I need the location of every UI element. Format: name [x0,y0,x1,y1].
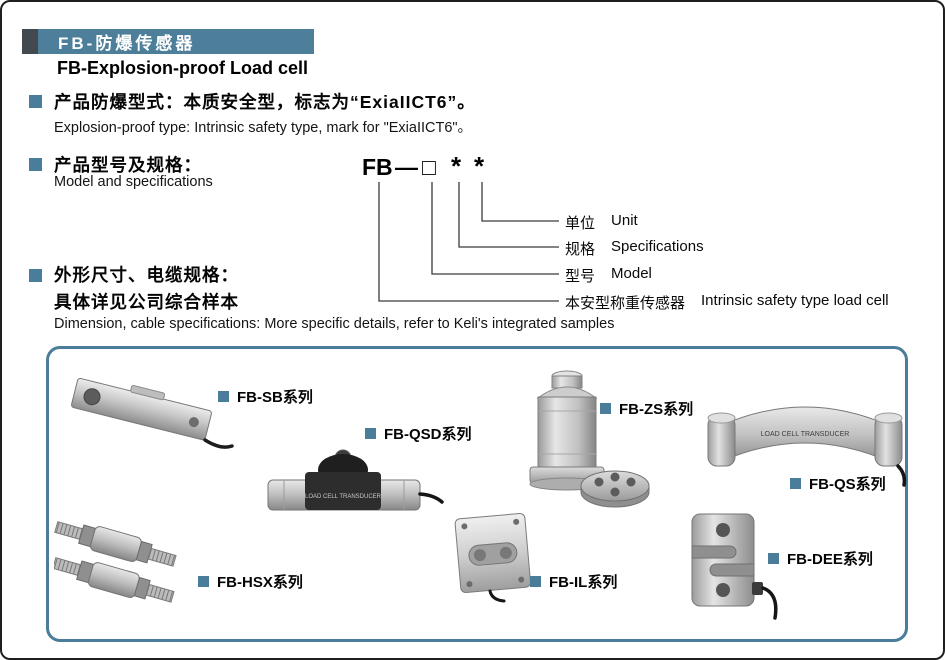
model-code-star-2: * [474,151,485,181]
dimension-heading-cn-2: 具体详见公司综合样本 [54,292,239,312]
product-label-text: FB-QSD系列 [384,426,472,443]
sb-cable [203,438,234,449]
qs-body-text: LOAD CELL TRANSDUCER [761,431,850,438]
dimension-heading-cn-1: 外形尺寸、电缆规格： [54,265,239,285]
product-label-text: FB-ZS系列 [619,401,694,418]
model-label-loadcell-type-cn: 本安型称重传感器 [565,295,686,312]
model-label-model-cn: 型号 [565,268,596,285]
model-code-prefix: FB [362,154,393,180]
title-bar: FB-防爆传感器 [22,29,314,54]
product-label-text: FB-QS系列 [809,476,886,493]
model-label-specifications-cn: 规格 [565,241,596,258]
bullet-square-icon [218,391,229,402]
page-title-en: FB-Explosion-proof Load cell [57,58,308,78]
model-label-model-en: Model [611,265,652,282]
product-gallery-box [46,346,908,642]
il-cable [488,589,506,603]
model-label-model: 型号 Model [565,265,652,286]
product-label-text: FB-HSX系列 [217,574,303,591]
explosion-type-text-en: Explosion-proof type: Intrinsic safety t… [54,120,473,136]
model-label-specifications: 规格 Specifications [565,238,704,259]
bullet-square-icon [365,428,376,439]
zs-mounting-plate [580,470,650,508]
fb-sb-product-photo [71,377,234,449]
fb-hsx-product-photo [54,521,177,603]
bullet-square-icon [29,95,42,108]
product-label-text: FB-SB系列 [237,389,313,406]
bullet-square-icon [600,403,611,414]
qs-cable [896,464,907,487]
product-label-text: FB-DEE系列 [787,551,873,568]
title-bar-accent-square [22,29,38,54]
model-label-loadcell-type: 本安型称重传感器 Intrinsic safety type load cell [565,292,889,313]
model-code-dash: — [395,154,418,180]
product-label-fb-qsd: FB-QSD系列 [365,423,472,444]
bullet-square-icon [29,269,42,282]
dee-cable [761,586,778,620]
bullet-square-icon [198,576,209,587]
model-label-unit-cn: 单位 [565,215,596,232]
model-label-unit: 单位 Unit [565,212,638,233]
product-label-fb-hsx: FB-HSX系列 [198,571,303,592]
fb-zs-product-photo [529,370,650,508]
page-title-cn: FB-防爆传感器 [58,34,196,53]
bullet-square-icon [768,553,779,564]
qsd-cable [418,492,444,504]
fb-il-product-photo [454,513,532,603]
qsd-body-text: LOAD CELL TRANSDUCER [305,494,382,500]
fb-qsd-product-photo: LOAD CELL TRANSDUCER [267,449,444,511]
model-code-box: □ [422,154,436,180]
explosion-type-heading-cn: 产品防爆型式：本质安全型，标志为“ExiaIICT6”。 [54,92,476,112]
bullet-square-icon [29,158,42,171]
model-code-connector-lines [378,182,559,302]
product-label-fb-sb: FB-SB系列 [218,386,313,407]
fb-qs-product-photo: LOAD CELL TRANSDUCER [707,406,907,487]
model-spec-heading-en: Model and specifications [54,174,213,190]
hsx-sensor-1 [54,521,177,567]
title-bar-main: FB-防爆传感器 [38,29,314,54]
model-code-star-1: * [451,151,462,181]
product-label-fb-qs: FB-QS系列 [790,473,886,494]
model-spec-heading-cn: 产品型号及规格： [54,155,202,175]
product-label-fb-dee: FB-DEE系列 [768,548,873,569]
product-label-fb-zs: FB-ZS系列 [600,398,693,419]
hsx-sensor-2 [54,557,175,603]
bullet-square-icon [790,478,801,489]
model-label-specifications-en: Specifications [611,238,704,255]
product-label-text: FB-IL系列 [549,574,618,591]
product-label-fb-il: FB-IL系列 [530,571,617,592]
model-label-loadcell-type-en: Intrinsic safety type load cell [701,292,889,309]
fb-dee-product-photo [691,513,778,620]
dimension-text-en: Dimension, cable specifications: More sp… [54,316,615,332]
model-label-unit-en: Unit [611,212,638,229]
bullet-square-icon [530,576,541,587]
